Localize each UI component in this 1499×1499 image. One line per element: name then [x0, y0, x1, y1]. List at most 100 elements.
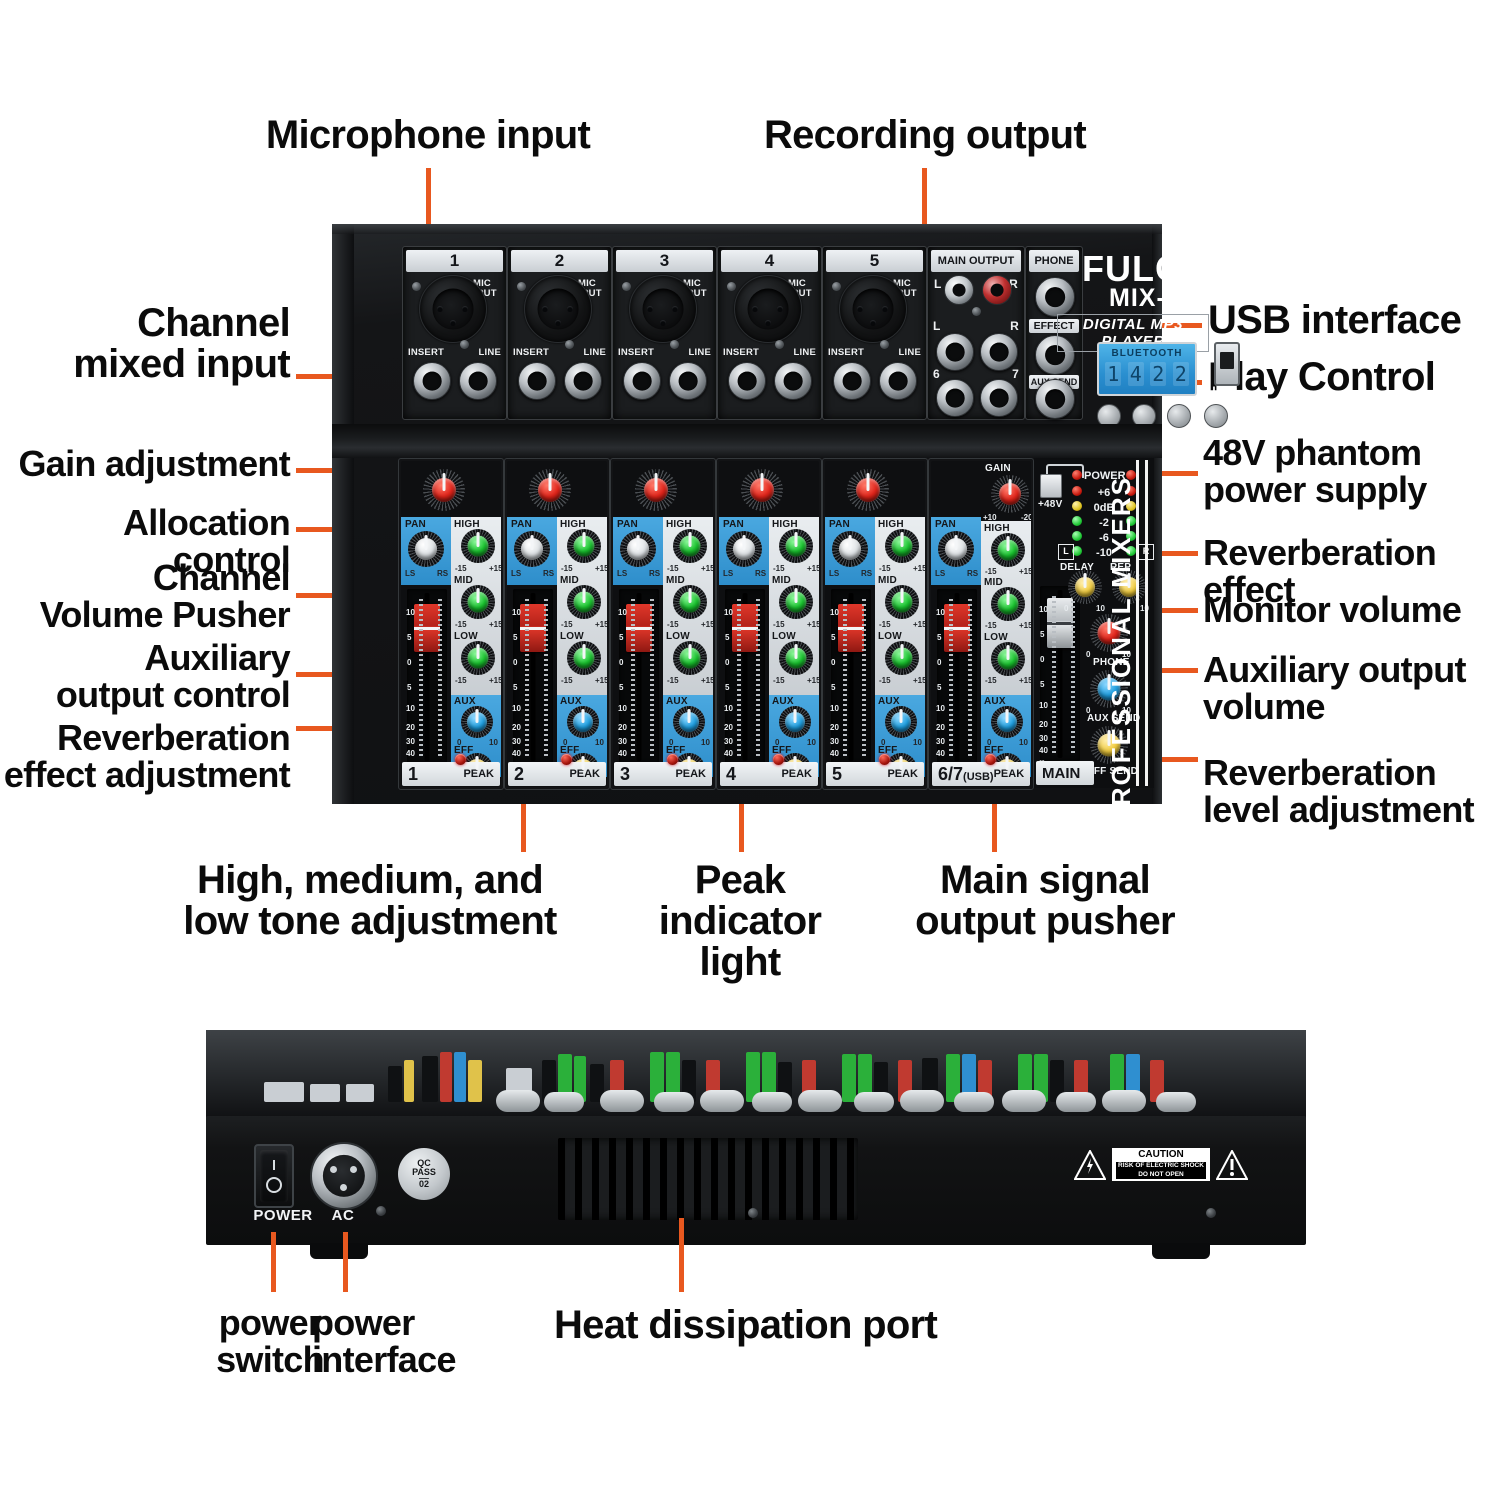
low-knob-1[interactable]	[461, 641, 495, 675]
effect-jack[interactable]	[1035, 335, 1075, 375]
high-knob-2[interactable]	[567, 529, 601, 563]
pan-knob-2[interactable]	[514, 531, 550, 567]
channel-fader-1[interactable]	[414, 604, 440, 652]
insert-jack-4[interactable]	[728, 362, 766, 400]
mid-knob-6-7[interactable]	[991, 587, 1025, 621]
low-knob-3[interactable]	[673, 641, 707, 675]
phone-knob[interactable]	[1090, 614, 1128, 652]
low-knob-5[interactable]	[885, 641, 919, 675]
peak-led-1	[455, 754, 466, 765]
aux-knob-3[interactable]	[673, 706, 705, 738]
mid-knob-3[interactable]	[673, 585, 707, 619]
mixer-top-panel: 1 MIC INPUT INSERT LINE 2 MIC INPUT	[332, 224, 1240, 826]
xlr-connector-2[interactable]	[524, 275, 592, 343]
xlr-connector-4[interactable]	[734, 275, 802, 343]
xlr-connector-5[interactable]	[839, 275, 907, 343]
power-led-right	[1126, 470, 1136, 480]
qc-pass-badge: QC PASS 02	[398, 1148, 450, 1200]
eff-send-knob[interactable]	[1090, 726, 1128, 764]
main-output-label: MAIN OUTPUT	[931, 250, 1021, 272]
caution-label-group: CAUTION RISK OF ELECTRIC SHOCK DO NOT OP…	[1074, 1148, 1248, 1181]
mid-min-1: -15	[455, 620, 467, 629]
gain-knob-3[interactable]	[635, 469, 677, 511]
pan-knob-1[interactable]	[408, 531, 444, 567]
meter-label-1: +6	[1097, 487, 1111, 499]
rca-jack-right[interactable]	[982, 275, 1012, 305]
low-knob-2[interactable]	[567, 641, 601, 675]
usb-port[interactable]	[1214, 342, 1240, 386]
meter-label-3: -2	[1099, 517, 1109, 529]
mid-knob-1[interactable]	[461, 585, 495, 619]
delay-knob[interactable]	[1068, 570, 1102, 604]
aux-knob-1[interactable]	[461, 706, 493, 738]
pan-knob-6-7[interactable]	[938, 531, 974, 567]
channel-fader-3[interactable]	[626, 604, 652, 652]
line-jack-3[interactable]	[669, 362, 707, 400]
channel-fader-5[interactable]	[838, 604, 864, 652]
phone-min: 0	[1086, 650, 1091, 659]
pan-knob-5[interactable]	[832, 531, 868, 567]
callout-reverberation-level-adjustment: Reverberation level adjustment	[1203, 752, 1475, 830]
insert-label-1: INSERT	[408, 347, 445, 358]
insert-jack-2[interactable]	[518, 362, 556, 400]
line-jack-2[interactable]	[564, 362, 602, 400]
mid-knob-2[interactable]	[567, 585, 601, 619]
aux-knob-6-7[interactable]	[991, 706, 1023, 738]
meter-led-r-1	[1126, 486, 1136, 496]
gain-kn ob-6-7[interactable]	[991, 475, 1029, 513]
line-jack-5[interactable]	[879, 362, 917, 400]
aux-send-jack[interactable]	[1035, 379, 1075, 419]
callout-main-signal-output-pusher: Main signal output pusher	[915, 858, 1175, 943]
xlr-connector-3[interactable]	[629, 275, 697, 343]
line-jack-1[interactable]	[459, 362, 497, 400]
aux-min-1: 0	[457, 738, 462, 747]
ch7-jack[interactable]	[980, 379, 1018, 417]
low-knob-4[interactable]	[779, 641, 813, 675]
pan-knob-3[interactable]	[620, 531, 656, 567]
mid-knob-5[interactable]	[885, 585, 919, 619]
main-fader[interactable]	[1047, 598, 1073, 648]
aux-knob-4[interactable]	[779, 706, 811, 738]
low-max-5: +15	[913, 676, 925, 685]
ac-power-connector[interactable]	[310, 1142, 378, 1210]
channel-fader-6-7[interactable]	[944, 604, 970, 652]
rca-jack-left[interactable]	[944, 275, 974, 305]
phantom-power-switch[interactable]	[1040, 474, 1062, 498]
gain-knob-2[interactable]	[529, 469, 571, 511]
gain-knob-5[interactable]	[847, 469, 889, 511]
callout-power-interface: power interface	[312, 1302, 456, 1380]
menu-button[interactable]	[1204, 404, 1228, 428]
aux-knob-2[interactable]	[567, 706, 599, 738]
phone-jack[interactable]	[1035, 277, 1075, 317]
gain-knob-1[interactable]	[423, 469, 465, 511]
power-switch[interactable]	[254, 1144, 294, 1208]
insert-jack-5[interactable]	[833, 362, 871, 400]
insert-jack-3[interactable]	[623, 362, 661, 400]
low-knob-6-7[interactable]	[991, 642, 1025, 676]
main-out-jack-right[interactable]	[980, 333, 1018, 371]
insert-jack-1[interactable]	[413, 362, 451, 400]
low-max-3: +15	[701, 676, 713, 685]
play-pause-button[interactable]	[1167, 404, 1191, 428]
ch6-jack[interactable]	[936, 379, 974, 417]
brand-model: MIX-7	[1109, 284, 1181, 312]
insert-label-2: INSERT	[513, 347, 550, 358]
aux-send-knob[interactable]	[1090, 670, 1128, 708]
gain-knob-4[interactable]	[741, 469, 783, 511]
aux-knob-5[interactable]	[885, 706, 917, 738]
high-knob-4[interactable]	[779, 529, 813, 563]
high-knob-3[interactable]	[673, 529, 707, 563]
rear-screw-left	[376, 1206, 386, 1216]
mid-knob-4[interactable]	[779, 585, 813, 619]
channel-fader-4[interactable]	[732, 604, 758, 652]
channel-foot-4: 4 PEAK	[720, 762, 818, 786]
pan-knob-4[interactable]	[726, 531, 762, 567]
high-knob-5[interactable]	[885, 529, 919, 563]
high-knob-6-7[interactable]	[991, 533, 1025, 567]
xlr-connector-1[interactable]	[419, 275, 487, 343]
channel-fader-2[interactable]	[520, 604, 546, 652]
main-out-jack-left[interactable]	[936, 333, 974, 371]
high-knob-1[interactable]	[461, 529, 495, 563]
line-jack-4[interactable]	[774, 362, 812, 400]
eff-label-2: EFF	[560, 745, 580, 756]
